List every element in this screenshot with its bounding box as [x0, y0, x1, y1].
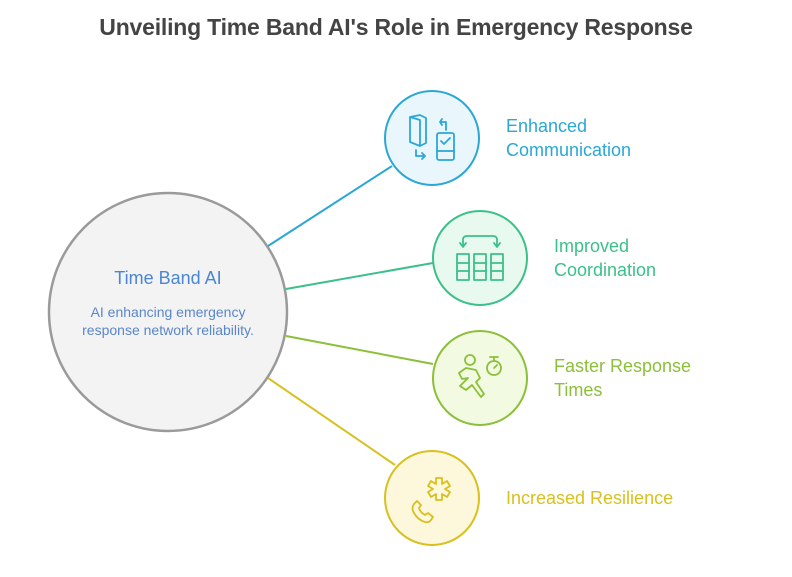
phone-exchange-icon	[409, 114, 455, 161]
label-text: Increased Resilience	[506, 488, 674, 508]
connector-communication	[267, 165, 393, 247]
node-label-increased-resilience: Increased Resilience	[506, 486, 726, 510]
hub-circle	[47, 191, 289, 433]
connector-coordination	[285, 262, 434, 290]
connector-resilience	[267, 377, 396, 466]
label-text: Improved Coordination	[554, 236, 657, 280]
connector-response-times	[285, 335, 434, 365]
runner-stopwatch-icon	[458, 354, 502, 398]
diagram-title: Unveiling Time Band AI's Role in Emergen…	[99, 14, 693, 40]
node-label-faster-response-times: Faster Response Times	[554, 354, 714, 402]
emergency-call-icon	[411, 477, 451, 524]
label-text: Enhanced Communication	[506, 116, 632, 160]
hub-description: AI enhancing emergency response network …	[82, 304, 254, 338]
coordination-grid-icon	[456, 235, 504, 281]
node-faster-response-times	[432, 330, 528, 426]
hub-title: Time Band AI	[114, 268, 222, 288]
label-text: Faster Response Times	[554, 356, 692, 400]
node-increased-resilience	[384, 450, 480, 546]
node-label-improved-coordination: Improved Coordination	[554, 234, 704, 282]
node-label-enhanced-communication: Enhanced Communication	[506, 114, 676, 162]
node-enhanced-communication	[384, 90, 480, 186]
node-improved-coordination	[432, 210, 528, 306]
